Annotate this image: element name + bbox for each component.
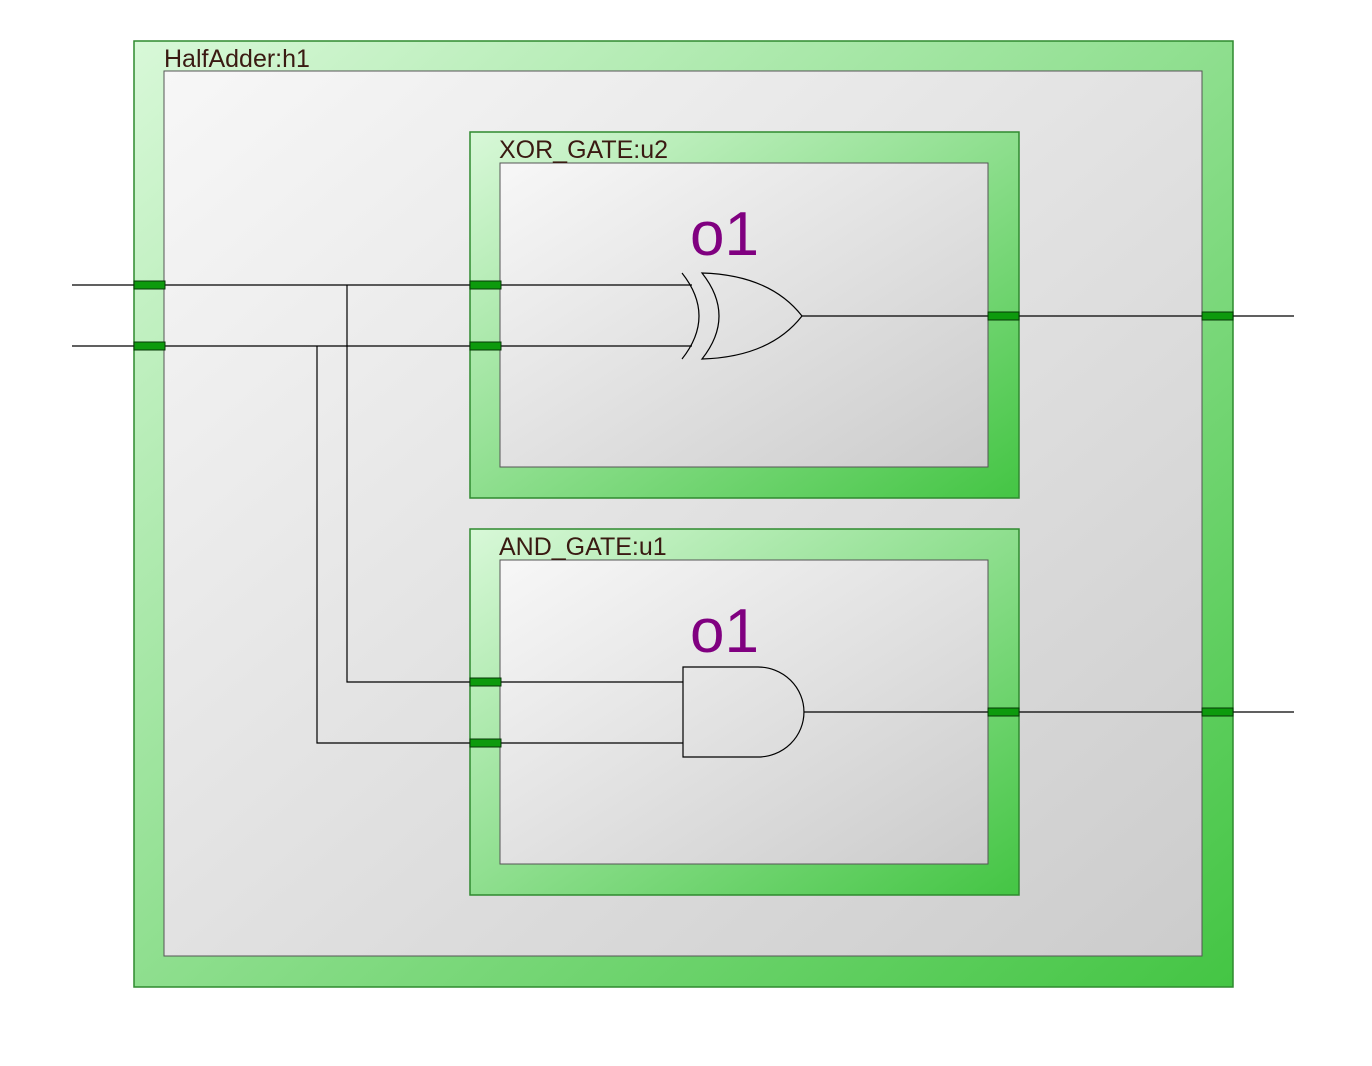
xor-gate-block[interactable]: XOR_GATE:u2 o1 [469, 131, 1020, 499]
halfadder-label: HalfAdder:h1 [164, 45, 310, 73]
and-body [682, 666, 805, 758]
halfadder-port-sum[interactable] [1201, 311, 1234, 321]
xor-extra-arc [681, 272, 700, 360]
xor-port-out[interactable] [987, 311, 1020, 321]
xor-gate-symbol[interactable] [681, 272, 803, 360]
ports [133, 280, 1234, 748]
halfadder-port-a[interactable] [133, 280, 166, 290]
xor-port-a[interactable] [469, 280, 502, 290]
branch-a-wire [346, 285, 470, 683]
and-block-label: AND_GATE:u1 [499, 533, 667, 561]
xor-gate-label: o1 [690, 200, 759, 269]
xor-block-body [499, 162, 989, 468]
and-port-out[interactable] [987, 707, 1020, 717]
and-port-a[interactable] [469, 677, 502, 687]
and-gate-symbol[interactable] [682, 666, 805, 758]
xor-body [700, 272, 803, 360]
branch-b-wire [316, 346, 470, 744]
and-gate-label: o1 [690, 597, 759, 666]
halfadder-port-carry[interactable] [1201, 707, 1234, 717]
halfadder-port-b[interactable] [133, 341, 166, 351]
xor-block-label: XOR_GATE:u2 [499, 136, 668, 164]
and-port-b[interactable] [469, 738, 502, 748]
xor-port-b[interactable] [469, 341, 502, 351]
